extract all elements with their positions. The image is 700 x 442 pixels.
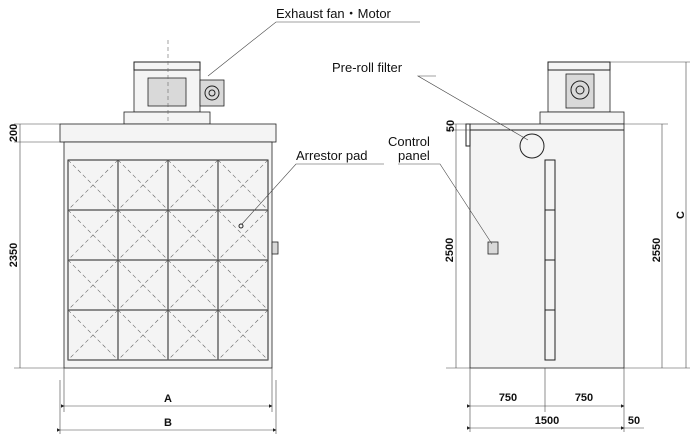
side-left-dimensions — [446, 123, 470, 369]
filter-diagonal — [167, 159, 219, 211]
side-bottom-dimensions — [467, 368, 644, 432]
filter-diagonal — [67, 209, 119, 261]
control-panel-box — [487, 241, 499, 255]
side-dim-offset: 50 — [628, 415, 640, 427]
side-dim-total-width: 1500 — [535, 415, 559, 427]
front-dim-top: 200 — [8, 124, 20, 142]
filter-diagonal — [67, 309, 119, 361]
front-roof — [59, 123, 277, 143]
side-dim-body: 2500 — [444, 238, 456, 262]
side-view: 50 2500 2550 C 750 750 1500 50 Pre-roll … — [332, 60, 690, 432]
side-right-dimensions — [610, 61, 690, 369]
filter-diagonal — [117, 159, 169, 211]
filter-diagonal — [167, 309, 219, 361]
pre-roll-callout-line — [416, 75, 529, 141]
side-dim-c: C — [675, 211, 687, 219]
arrestor-pad-grid — [67, 159, 269, 361]
front-bottom-dimensions — [57, 368, 277, 434]
side-fan-unit — [539, 61, 625, 125]
filter-diagonal — [217, 209, 269, 261]
side-dim-top: 50 — [445, 120, 457, 132]
filter-diagonal — [117, 259, 169, 311]
front-left-dimensions — [14, 123, 64, 369]
exhaust-callout-line — [207, 21, 420, 77]
filter-diagonal — [167, 259, 219, 311]
control-label-line2: panel — [398, 148, 430, 163]
control-label-line1: Control — [388, 134, 430, 149]
front-dim-b: B — [164, 417, 172, 429]
pre-roll-filter — [519, 133, 545, 159]
exhaust-fan-unit — [123, 61, 225, 125]
front-dim-height: 2350 — [8, 243, 20, 267]
filter-diagonal — [67, 159, 119, 211]
exhaust-fan-motor-label: Exhaust fan・Motor — [276, 6, 392, 21]
control-callout-line — [398, 163, 493, 245]
side-dim-left-half: 750 — [499, 392, 517, 404]
front-dim-a: A — [164, 393, 172, 405]
arrestor-pad-label: Arrestor pad — [296, 148, 368, 163]
side-dim-right-half: 750 — [575, 392, 593, 404]
front-view: 200 2350 A B Exhaust fan・Motor Arrestor … — [8, 6, 420, 434]
filter-diagonal — [217, 309, 269, 361]
pre-roll-filter-label: Pre-roll filter — [332, 60, 403, 75]
filter-diagonal — [217, 259, 269, 311]
filter-diagonal — [67, 259, 119, 311]
filter-diagonal — [167, 209, 219, 261]
filter-diagonal — [217, 159, 269, 211]
arrestor-callout-line — [241, 163, 384, 225]
side-dim-total: 2550 — [651, 238, 663, 262]
filter-diagonal — [117, 209, 169, 261]
filter-diagonal — [117, 309, 169, 361]
